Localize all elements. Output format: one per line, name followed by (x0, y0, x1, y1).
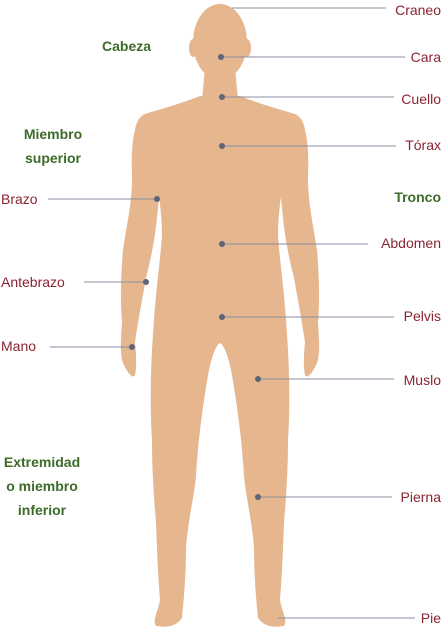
part-label-craneo: Craneo (395, 2, 441, 18)
part-label-pierna: Pierna (400, 489, 441, 505)
marker-dot-cara (218, 54, 224, 60)
left-ear-shape (189, 39, 197, 57)
part-label-muslo: Muslo (403, 372, 441, 388)
part-label-pelvis: Pelvis (403, 308, 441, 324)
part-label-cuello: Cuello (401, 91, 441, 107)
marker-dot-pelvis (219, 314, 225, 320)
region-label-miembro-superior-line2: superior (24, 150, 81, 166)
part-label-brazo: Brazo (1, 191, 38, 207)
part-label-torax: Tórax (405, 137, 441, 153)
region-label-extremidad-inferior-line1: Extremidad (3, 454, 81, 470)
region-label-tronco: Tronco (394, 189, 441, 205)
region-label-miembro-superior: Miembro superior (18, 126, 88, 166)
marker-dot-pierna (255, 494, 261, 500)
region-label-cabeza: Cabeza (102, 38, 152, 54)
region-label-extremidad-inferior: Extremidad o miembro inferior (0, 454, 84, 518)
part-label-pie: Pie (420, 610, 441, 626)
marker-dot-muslo (255, 376, 261, 382)
marker-dot-abdomen (219, 241, 225, 247)
region-label-extremidad-inferior-line3: inferior (17, 502, 67, 518)
marker-dot-brazo (154, 196, 160, 202)
region-label-miembro-superior-line1: Miembro (23, 126, 83, 142)
marker-dot-mano (129, 344, 135, 350)
torso-legs-shape (134, 96, 306, 627)
human-body-silhouette (120, 4, 320, 627)
right-ear-shape (243, 39, 251, 57)
right-arm-shape (280, 114, 320, 377)
marker-dot-antebrazo (143, 279, 149, 285)
leader-lines (48, 7, 415, 619)
neck-shape (202, 68, 238, 100)
part-label-abdomen: Abdomen (381, 235, 441, 251)
marker-dots (129, 54, 261, 500)
left-arm-shape (120, 114, 160, 377)
region-label-extremidad-inferior-line2: o miembro (6, 478, 78, 494)
part-label-cara: Cara (410, 49, 441, 65)
head-shape (193, 4, 247, 80)
marker-dot-torax (219, 143, 225, 149)
part-label-mano: Mano (1, 338, 37, 354)
marker-dot-cuello (219, 94, 225, 100)
part-label-antebrazo: Antebrazo (1, 274, 65, 290)
